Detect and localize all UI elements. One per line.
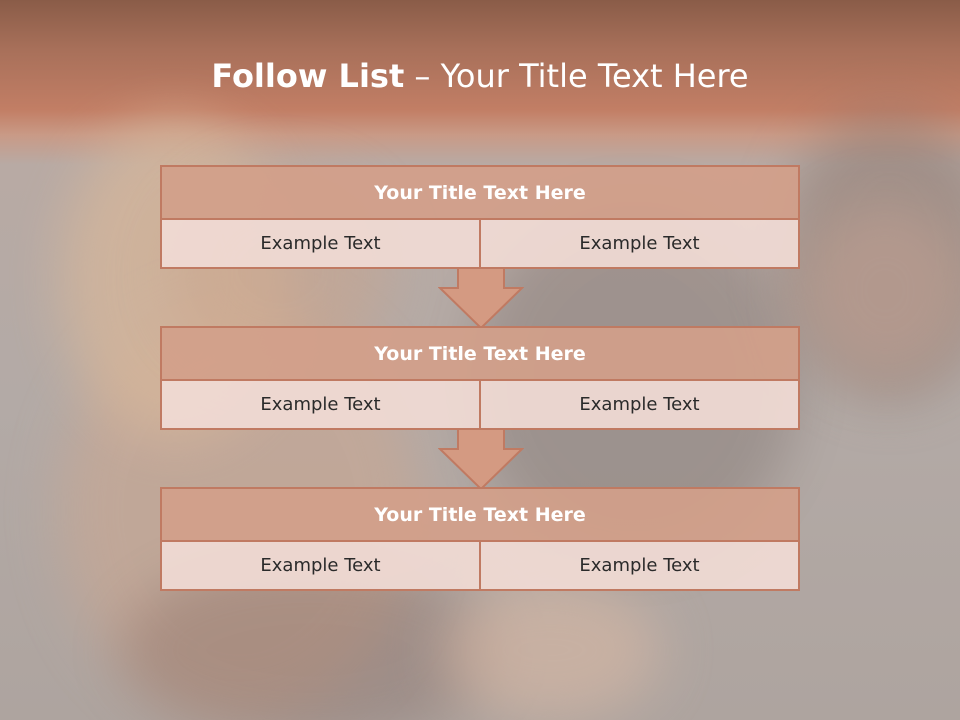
block-title: Your Title Text Here <box>160 165 800 220</box>
block-cell-right: Example Text <box>481 381 800 430</box>
block-cell-left: Example Text <box>160 381 481 430</box>
block-title: Your Title Text Here <box>160 326 800 381</box>
block-cell-right: Example Text <box>481 220 800 269</box>
block-cell-right: Example Text <box>481 542 800 591</box>
slide-title: Follow List – Your Title Text Here <box>0 56 960 96</box>
block-row: Example Text Example Text <box>160 381 800 430</box>
follow-block-3: Your Title Text Here Example Text Exampl… <box>160 487 800 591</box>
slide-title-bold: Follow List <box>211 57 405 95</box>
down-arrow-icon <box>438 268 524 330</box>
block-row: Example Text Example Text <box>160 220 800 269</box>
slide-title-rest: – Your Title Text Here <box>404 57 749 95</box>
block-title: Your Title Text Here <box>160 487 800 542</box>
block-cell-left: Example Text <box>160 542 481 591</box>
block-row: Example Text Example Text <box>160 542 800 591</box>
down-arrow-icon <box>438 429 524 491</box>
block-cell-left: Example Text <box>160 220 481 269</box>
follow-block-1: Your Title Text Here Example Text Exampl… <box>160 165 800 269</box>
follow-block-2: Your Title Text Here Example Text Exampl… <box>160 326 800 430</box>
